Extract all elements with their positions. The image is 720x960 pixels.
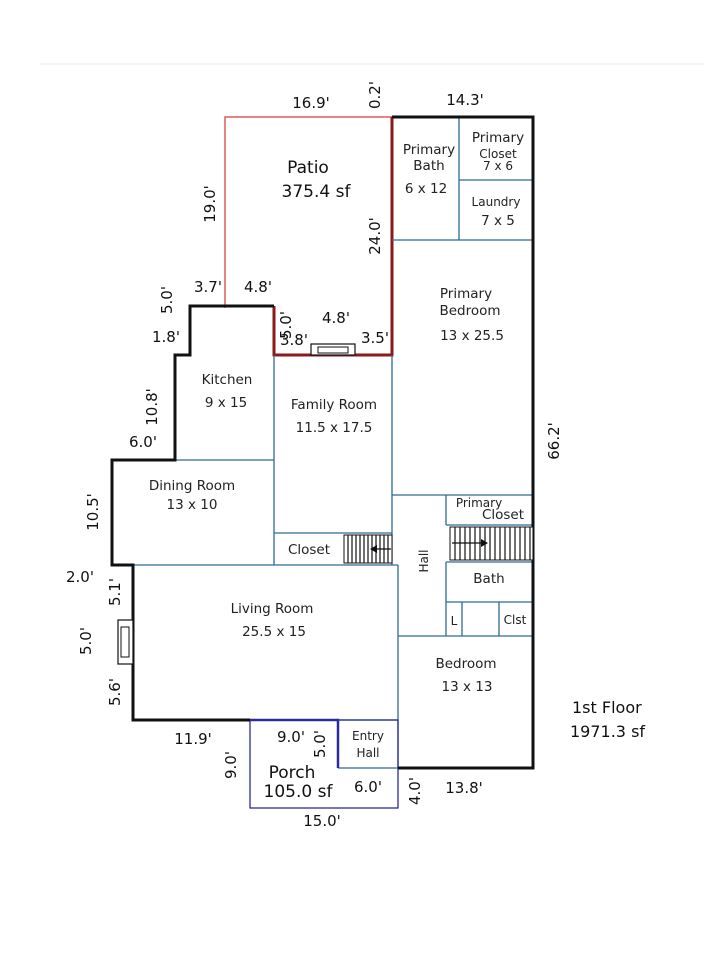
primary-closet-top-line1: Primary	[472, 130, 524, 146]
dim-entry-height: 5.0'	[311, 730, 329, 758]
kitchen-size: 9 x 15	[205, 395, 247, 411]
laundry-label: Laundry	[472, 195, 521, 209]
entry-hall-line2: Hall	[356, 746, 379, 760]
porch-wall	[250, 718, 340, 768]
dim-fireplace-height: 5.0'	[77, 627, 95, 655]
dim-living-lower: 5.6'	[106, 678, 124, 706]
primary-bedroom-size: 13 x 25.5	[440, 328, 504, 344]
dim-right-side: 66.2'	[545, 422, 563, 460]
dim-dining-offset: 6.0'	[129, 433, 157, 451]
dim-patio-left: 19.0'	[201, 185, 219, 223]
dim-porch-top: 9.0'	[277, 728, 305, 746]
primary-closet-top-line2: Closet	[479, 147, 517, 161]
patio-area: 375.4 sf	[282, 182, 352, 202]
dim-patio-step: 4.8'	[244, 278, 272, 296]
dim-bottom-right: 13.8'	[445, 779, 483, 797]
dim-patio-right: 24.0'	[366, 217, 384, 255]
dim-top-right: 14.3'	[446, 91, 484, 109]
dim-living-offset: 2.0'	[66, 568, 94, 586]
bedroom-label: Bedroom	[435, 656, 496, 672]
floor-label: 1st Floor	[572, 698, 642, 717]
living-room-label: Living Room	[231, 601, 314, 617]
bath-label: Bath	[473, 571, 504, 587]
l-label: L	[451, 614, 458, 628]
porch-label: Porch	[269, 763, 316, 783]
stairs-right	[449, 526, 534, 561]
laundry-size: 7 x 5	[481, 213, 515, 229]
primary-closet-mid-line1: Primary	[456, 496, 502, 510]
primary-closet-mid-line2: Closet	[482, 507, 524, 523]
dim-porch-left: 9.0'	[222, 751, 240, 779]
porch-area: 105.0 sf	[264, 782, 334, 802]
patio-outline	[224, 116, 392, 308]
clst-label: Clst	[504, 613, 527, 627]
floor-area: 1971.3 sf	[570, 722, 645, 741]
dim-living-upper: 5.1'	[106, 578, 124, 606]
dim-kitchen-step: 5.0'	[158, 286, 176, 314]
dim-patio-top: 16.9'	[292, 94, 330, 112]
fireplace-family-inner	[317, 346, 349, 354]
fireplace-living-inner	[120, 626, 130, 658]
dim-porch-bottom: 15.0'	[303, 812, 341, 830]
family-room-size: 11.5 x 17.5	[296, 420, 373, 436]
closet-label: Closet	[288, 542, 330, 558]
primary-bedroom-line2: Bedroom	[439, 303, 500, 319]
living-room-size: 25.5 x 15	[242, 624, 306, 640]
dim-fireplace-width: 4.8'	[322, 309, 350, 327]
dim-family-right: 3.5'	[361, 329, 389, 347]
primary-bath-size: 6 x 12	[405, 181, 447, 197]
primary-bath-line1: Primary	[403, 142, 455, 158]
dining-room-label: Dining Room	[149, 478, 235, 494]
stairs-left	[343, 534, 393, 564]
dim-kitchen-top: 3.7'	[194, 278, 222, 296]
patio-label: Patio	[287, 158, 329, 178]
kitchen-label: Kitchen	[202, 372, 253, 388]
dim-bedroom-step: 4.0'	[406, 777, 424, 805]
family-room-label: Family Room	[291, 397, 377, 413]
primary-closet-top-size: 7 x 6	[483, 159, 513, 173]
dim-kitchen-left: 10.8'	[143, 388, 161, 426]
primary-bath-line2: Bath	[413, 158, 444, 174]
dining-room-size: 13 x 10	[167, 497, 218, 513]
dim-living-bottom: 11.9'	[174, 730, 212, 748]
dim-kitchen-offset: 1.8'	[152, 328, 180, 346]
dim-dining-left: 10.5'	[84, 493, 102, 531]
primary-bedroom-line1: Primary	[440, 286, 492, 302]
fireplace-family	[310, 343, 356, 356]
bedroom-size: 13 x 13	[442, 679, 493, 695]
dim-patio-step-top: 0.2'	[366, 81, 384, 109]
dim-family-left: 3.8'	[280, 331, 308, 349]
hall-label: Hall	[417, 549, 431, 572]
entry-hall-line1: Entry	[352, 729, 384, 743]
dim-entry-width: 6.0'	[354, 778, 382, 796]
dim-patio-inner: 5.0'	[277, 311, 295, 339]
